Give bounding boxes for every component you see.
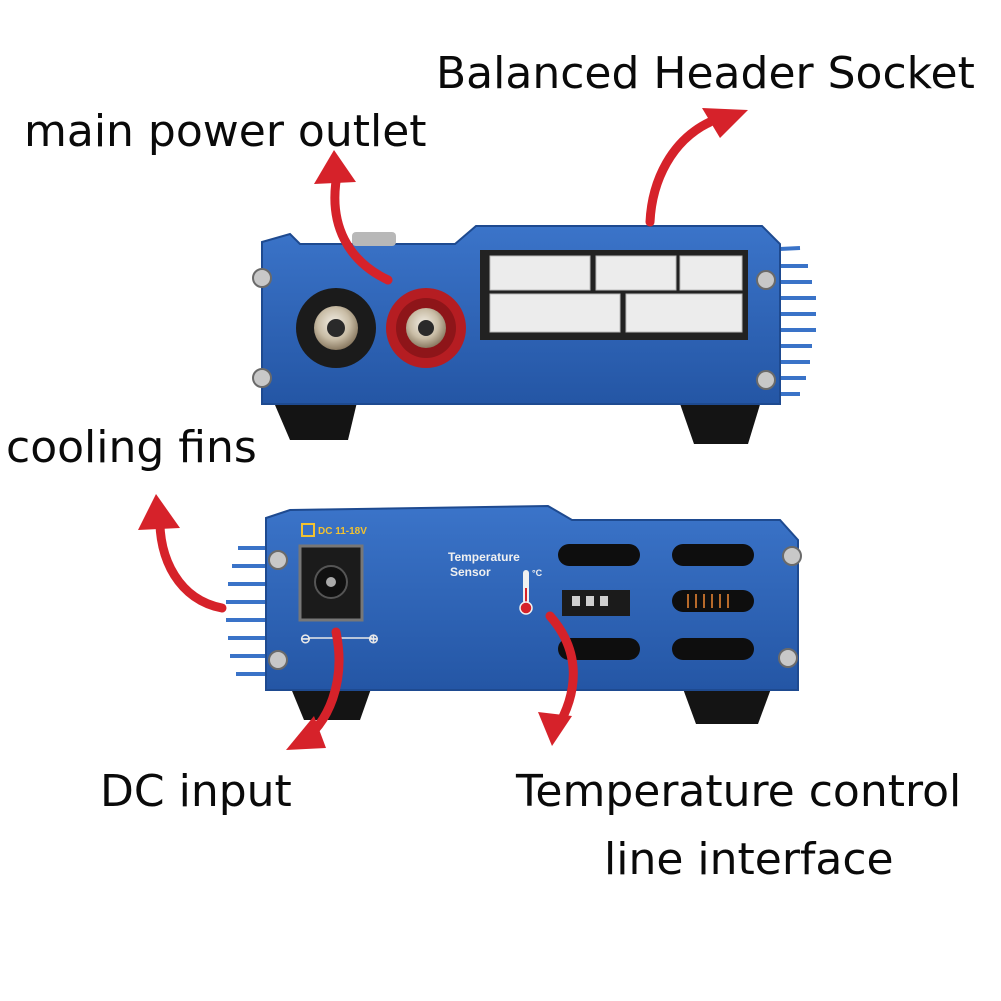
svg-text:⊕: ⊕	[368, 631, 379, 646]
panel-screws	[252, 268, 776, 390]
dc-rating-marker	[301, 523, 315, 537]
dc-rating-text: DC 11-18V	[318, 526, 367, 537]
main-power-outlet-label: main power outlet	[24, 106, 427, 157]
cooling-fins-label: cooling fins	[6, 422, 257, 473]
rear-foot-right	[682, 686, 772, 724]
arrowhead-temperature	[538, 712, 572, 746]
arrow-cooling-fins	[155, 509, 227, 613]
arrowhead-dc-input	[286, 716, 326, 750]
arrowhead-cooling-fins	[138, 494, 180, 530]
temperature-sensor-text-line1: Temperature	[448, 550, 520, 564]
temperature-control-label-line2: line interface	[604, 834, 894, 885]
rear-panel-body	[265, 504, 799, 691]
foot-left	[272, 398, 358, 440]
cooling-fins-left	[226, 546, 268, 676]
vent-slots	[558, 544, 754, 660]
foot-right	[678, 398, 762, 444]
dc-input-jack	[298, 544, 364, 622]
arrow-main-power	[330, 165, 393, 285]
rear-panel-screws	[268, 546, 802, 670]
arrowhead-balanced-header	[702, 108, 748, 138]
inductor-coil	[687, 594, 729, 608]
balanced-header-socket-label: Balanced Header Socket	[436, 48, 975, 99]
arrowhead-main-power	[314, 150, 356, 184]
temperature-control-port	[562, 590, 630, 616]
top-knob	[352, 232, 396, 246]
front-panel-unit	[252, 225, 816, 444]
main-power-outlet-black	[296, 288, 376, 368]
degree-c-text: °C	[532, 568, 543, 578]
main-power-outlet-red	[386, 288, 466, 368]
thermometer-icon	[519, 570, 533, 615]
rear-panel-unit: DC 11-18V ⊖ ⊕ Temperature Sensor °C	[226, 504, 802, 724]
svg-text:⊖: ⊖	[300, 631, 311, 646]
arrow-heads	[138, 108, 748, 750]
balanced-header-socket-block	[480, 250, 748, 340]
arrow-balanced-header	[645, 117, 715, 227]
dc-input-label: DC input	[100, 766, 292, 817]
temperature-sensor-text-line2: Sensor	[450, 565, 491, 579]
temperature-control-label-line1: Temperature control	[516, 766, 962, 817]
